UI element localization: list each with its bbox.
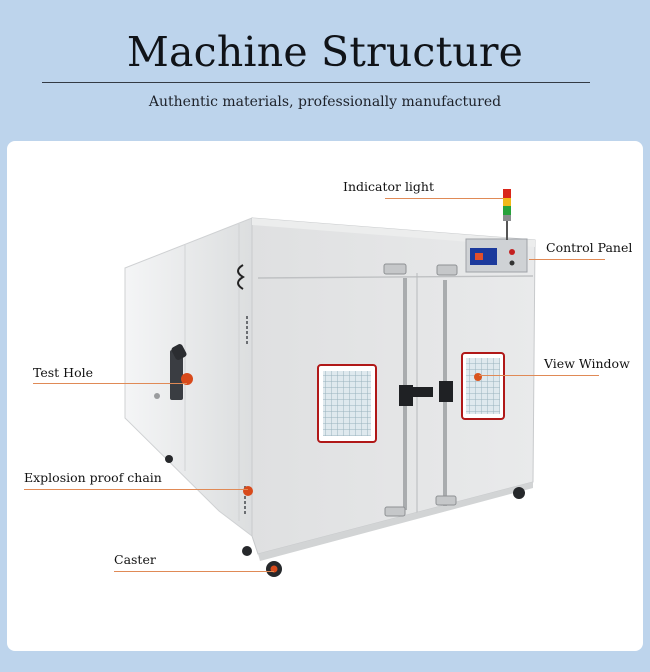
control-panel [465, 238, 528, 273]
explosion-proof-chain-label: Explosion proof chain [24, 470, 162, 485]
explosion-proof-chain [243, 316, 253, 514]
door-latch-bars [383, 263, 458, 517]
left-view-window [317, 364, 377, 443]
indicator-light-tower [503, 189, 511, 240]
control-panel-label: Control Panel [546, 240, 633, 255]
page-subtitle: Authentic materials, professionally manu… [148, 94, 502, 110]
caster-leader [114, 571, 274, 572]
test-hole-leader [33, 383, 187, 384]
view-window-label: View Window [544, 356, 630, 371]
view-window-leader [479, 375, 599, 376]
page-title: Machine Structure [126, 28, 524, 76]
chamber-front [251, 217, 536, 561]
control-panel-leader [529, 259, 605, 260]
caster-label: Caster [114, 552, 156, 567]
casters [165, 455, 525, 577]
product-card: Indicator light Control Panel Test Hole … [7, 141, 643, 651]
test-hole-port [154, 344, 193, 400]
explosion-proof-chain-leader [24, 489, 248, 490]
indicator-light-label: Indicator light [343, 179, 435, 194]
indicator-light-leader [385, 198, 503, 199]
right-view-window [461, 352, 505, 420]
title-divider [42, 82, 590, 83]
test-hole-label: Test Hole [33, 365, 93, 380]
test-chamber-illustration [124, 189, 536, 577]
